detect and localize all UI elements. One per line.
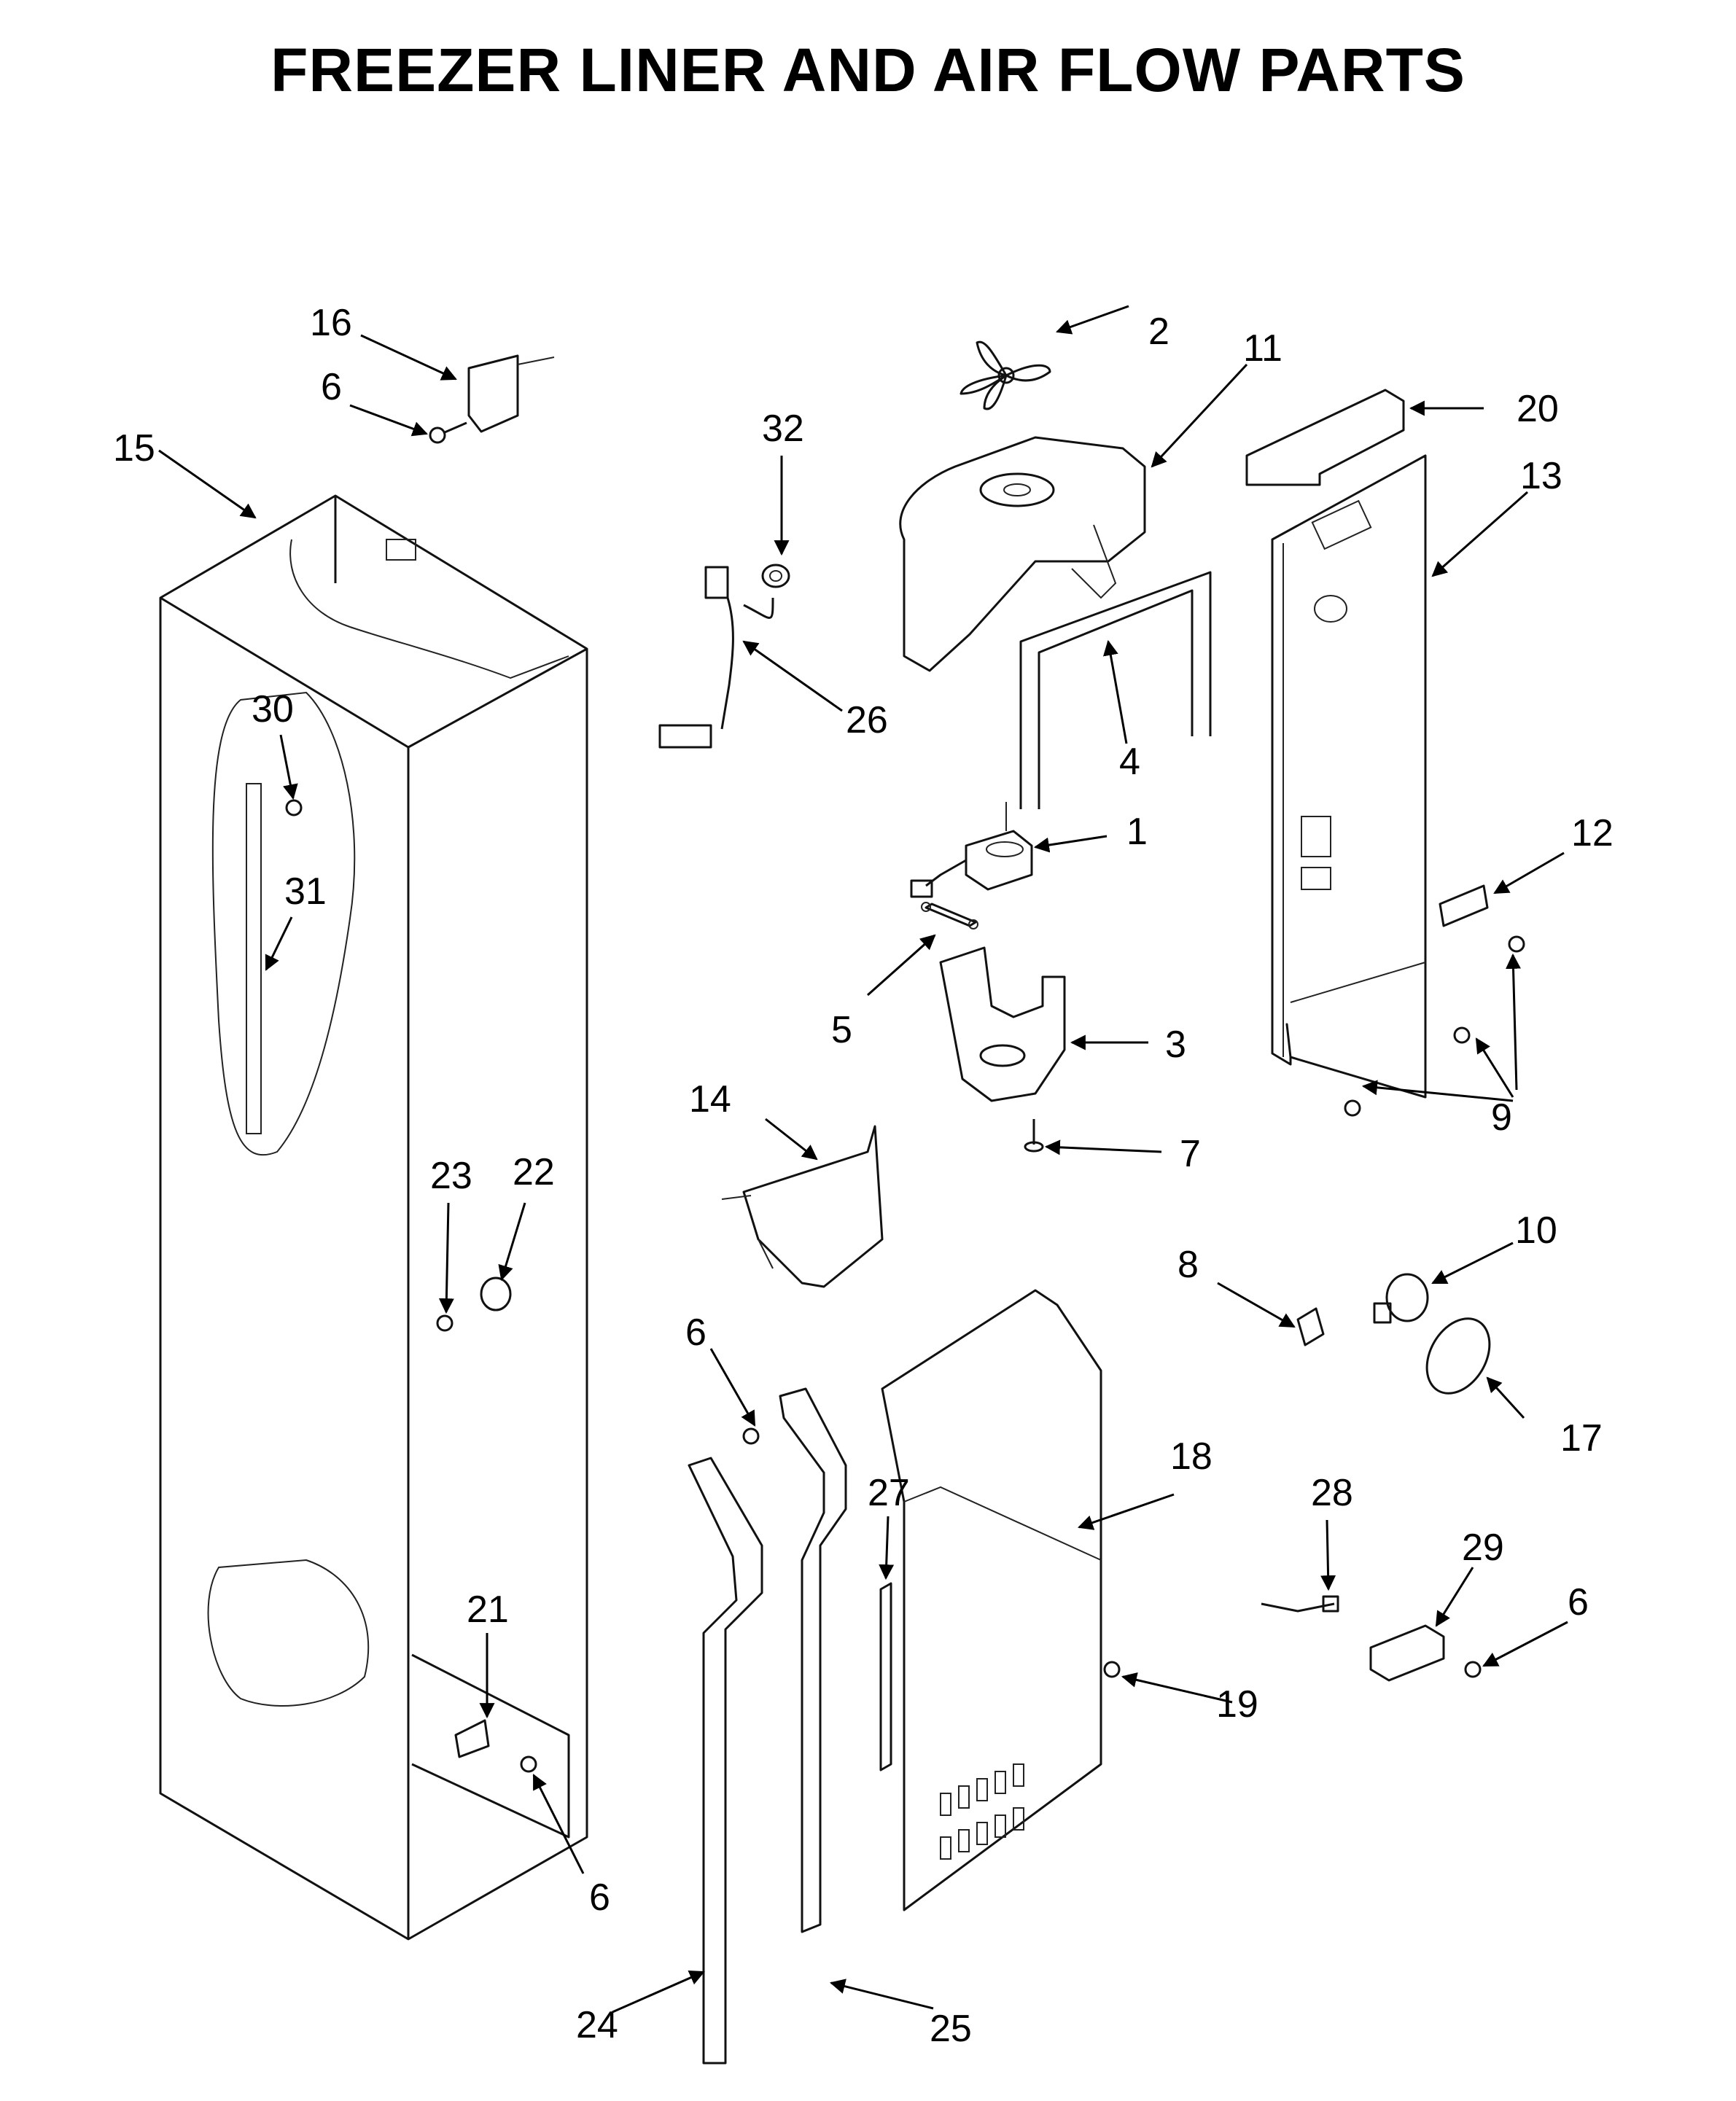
- callout-12: 12: [1571, 812, 1614, 854]
- screw-6-top: [429, 421, 467, 444]
- air-duct-part-14: [721, 1125, 884, 1288]
- screw-part-7: [1024, 1119, 1044, 1153]
- evaporator-cover-part-13: [1271, 454, 1427, 1099]
- rail-part-24: [688, 1457, 763, 2065]
- callout-14: 14: [689, 1078, 731, 1120]
- screw-6-bottom: [520, 1755, 537, 1773]
- callout-26: 26: [846, 699, 888, 741]
- screw-part-19: [1103, 1661, 1121, 1678]
- callout-19: 19: [1216, 1683, 1258, 1726]
- callout-17: 17: [1560, 1417, 1603, 1459]
- page-title: FREEZER LINER AND AIR FLOW PARTS: [270, 36, 1466, 104]
- leader-lines: [158, 305, 1568, 2014]
- callout-16: 16: [310, 302, 352, 344]
- light-bulb-part-10: [1373, 1273, 1429, 1324]
- callout-27: 27: [868, 1472, 910, 1514]
- callout-18: 18: [1170, 1435, 1213, 1478]
- callout-31: 31: [284, 870, 327, 913]
- motor-bracket-part-3: [939, 946, 1066, 1102]
- wire-part-28: [1261, 1595, 1339, 1613]
- callout-30: 30: [252, 688, 294, 730]
- screw-part-30: [285, 799, 303, 816]
- callout-22: 22: [513, 1151, 555, 1193]
- callout-20: 20: [1517, 388, 1559, 430]
- bracket-part-20: [1245, 389, 1405, 486]
- callout-8: 8: [1178, 1244, 1199, 1286]
- callout-28: 28: [1311, 1472, 1353, 1514]
- clip-part-21: [454, 1719, 490, 1758]
- callout-2: 2: [1148, 311, 1169, 353]
- screw-part-23: [436, 1314, 454, 1332]
- callout-6-top: 6: [321, 366, 342, 408]
- bracket-part-16: [467, 354, 555, 433]
- screw-6-rail: [742, 1427, 760, 1445]
- grommet-part-32: [761, 564, 790, 588]
- strap-part-5: [921, 902, 978, 929]
- callout-9: 9: [1491, 1096, 1512, 1139]
- callout-4: 4: [1119, 741, 1140, 783]
- lamp-socket-part-8: [1296, 1307, 1325, 1346]
- callout-1: 1: [1126, 811, 1148, 853]
- callout-3: 3: [1165, 1024, 1186, 1066]
- callout-29: 29: [1462, 1527, 1504, 1569]
- strip-part-27: [879, 1582, 892, 1771]
- trim-part-25: [779, 1387, 847, 1933]
- callout-24: 24: [576, 2004, 618, 2046]
- light-shield-part-17: [1425, 1317, 1491, 1395]
- screw-6-switch: [1464, 1661, 1482, 1678]
- gasket-part-4: [1019, 571, 1212, 809]
- callout-25: 25: [930, 2008, 972, 2050]
- freezer-liner: [159, 494, 588, 1941]
- fan-blade-part-2: [960, 340, 1051, 410]
- callout-10: 10: [1515, 1209, 1557, 1252]
- callout-5: 5: [831, 1009, 852, 1051]
- fan-motor-part-1: [910, 802, 1033, 898]
- callout-6-bottom: 6: [589, 1876, 610, 1919]
- fan-shroud-part-11: [899, 436, 1146, 672]
- callout-23: 23: [430, 1155, 472, 1197]
- clip-part-12: [1439, 884, 1489, 927]
- callout-7: 7: [1180, 1133, 1201, 1175]
- callout-11: 11: [1243, 327, 1282, 370]
- callout-21: 21: [467, 1589, 509, 1631]
- rear-panel-part-18: [881, 1289, 1102, 1911]
- switch-part-29: [1369, 1624, 1445, 1682]
- callout-6-switch: 6: [1568, 1581, 1589, 1624]
- callout-32: 32: [762, 408, 804, 450]
- callout-13: 13: [1520, 455, 1562, 497]
- wire-harness-part-26: [658, 566, 774, 749]
- callout-15: 15: [113, 427, 155, 469]
- grommet-part-22: [480, 1276, 512, 1311]
- callout-6-rail: 6: [685, 1311, 707, 1354]
- screw-part-9: [1344, 935, 1525, 1117]
